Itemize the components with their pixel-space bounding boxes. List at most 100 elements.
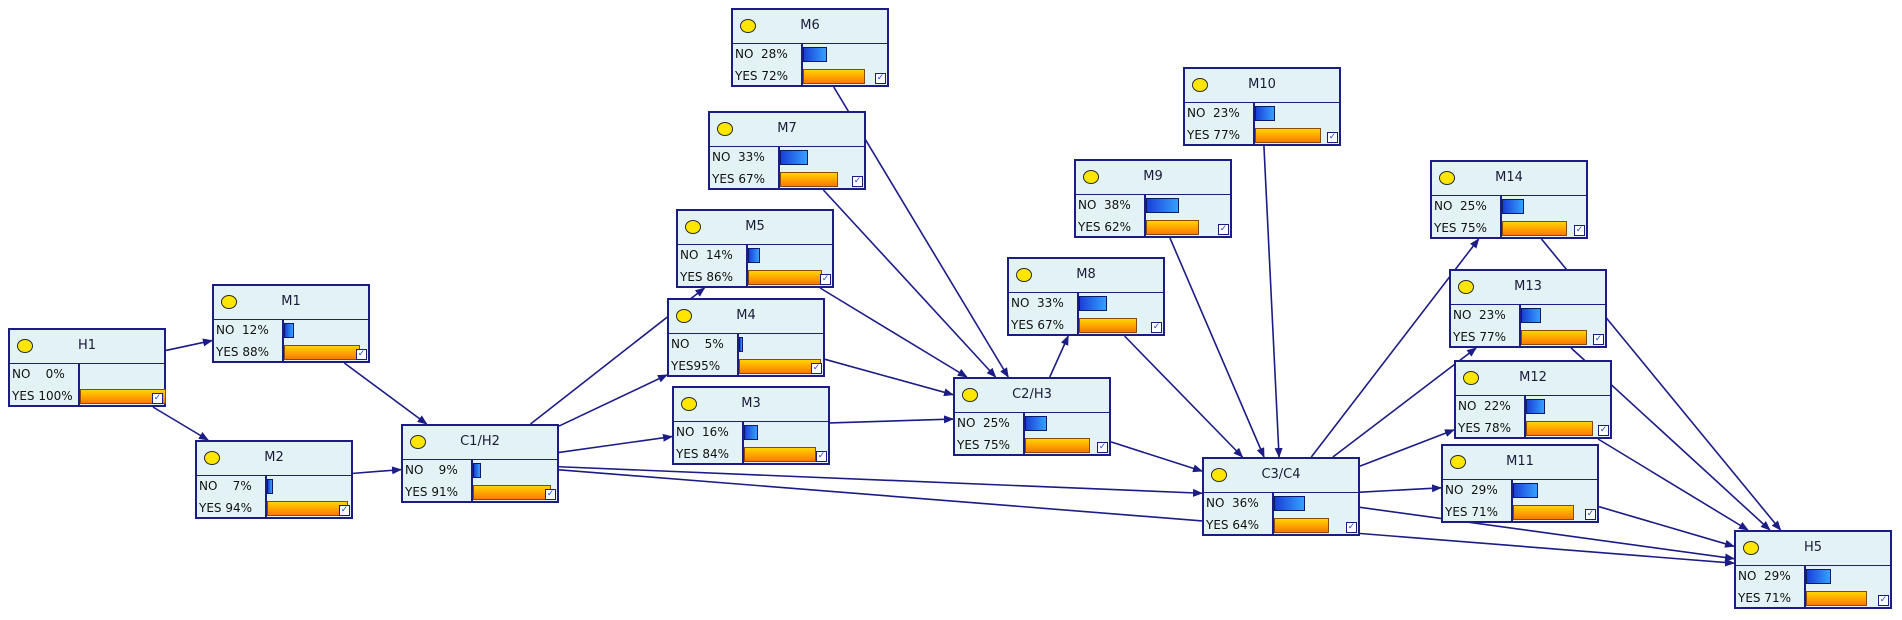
probability-bar-no: [1079, 296, 1107, 311]
state-row-yes[interactable]: YES 84%: [674, 444, 828, 466]
node-c1h2[interactable]: C1/H2 NO 9% YES 91% ✓: [401, 424, 559, 503]
node-m12[interactable]: M12 NO 22% YES 78% ✓: [1454, 360, 1612, 439]
state-row-yes[interactable]: YES 75%: [1432, 218, 1586, 240]
node-m9[interactable]: M9 NO 38% YES 62% ✓: [1074, 159, 1232, 238]
state-row-yes[interactable]: YES 86%: [678, 267, 832, 289]
node-header: M5: [678, 211, 832, 245]
node-c3c4[interactable]: C3/C4 NO 36% YES 64% ✓: [1202, 457, 1360, 536]
node-h5[interactable]: H5 NO 29% YES 71% ✓: [1734, 530, 1892, 609]
checkbox-icon[interactable]: ✓: [1585, 509, 1596, 520]
node-title: M4: [736, 308, 756, 323]
checkbox-icon[interactable]: ✓: [1598, 425, 1609, 436]
state-row-yes[interactable]: YES 72%: [733, 66, 887, 88]
state-row-no[interactable]: NO 16%: [674, 422, 828, 444]
state-row-yes[interactable]: YES 94%: [197, 498, 351, 520]
state-row-yes[interactable]: YES95%: [669, 356, 823, 378]
checkbox-icon[interactable]: ✓: [152, 393, 163, 404]
state-row-no[interactable]: NO 29%: [1443, 480, 1597, 502]
state-label-no: NO 23%: [1453, 308, 1506, 322]
state-row-yes[interactable]: YES 75%: [955, 435, 1109, 457]
state-row-no[interactable]: NO 38%: [1076, 195, 1230, 217]
edge-m10-to-c3c4: [1263, 145, 1283, 458]
state-row-yes[interactable]: YES 91%: [403, 482, 557, 504]
checkbox-icon[interactable]: ✓: [339, 505, 350, 516]
probability-bar-no: [1526, 399, 1545, 414]
state-row-no[interactable]: NO 14%: [678, 245, 832, 267]
state-row-no[interactable]: NO 7%: [197, 476, 351, 498]
probability-bar-yes: [1146, 220, 1199, 235]
node-m10[interactable]: M10 NO 23% YES 77% ✓: [1183, 67, 1341, 146]
checkbox-icon[interactable]: ✓: [816, 451, 827, 462]
node-m7[interactable]: M7 NO 33% YES 67% ✓: [708, 111, 866, 190]
state-row-no[interactable]: NO 29%: [1736, 566, 1890, 588]
checkbox-icon[interactable]: ✓: [1593, 334, 1604, 345]
state-row-no[interactable]: NO 22%: [1456, 396, 1610, 418]
probability-bar-yes: [1806, 591, 1867, 606]
state-row-no[interactable]: NO 5%: [669, 334, 823, 356]
state-row-no[interactable]: NO 23%: [1185, 103, 1339, 125]
state-row-yes[interactable]: YES 77%: [1185, 125, 1339, 147]
node-m14[interactable]: M14 NO 25% YES 75% ✓: [1430, 160, 1588, 239]
yellow-oval-icon: [676, 309, 692, 323]
probability-bar-yes: [1255, 128, 1321, 143]
probability-bar-no: [780, 150, 808, 165]
node-m2[interactable]: M2 NO 7% YES 94% ✓: [195, 440, 353, 519]
state-row-no[interactable]: NO 25%: [955, 413, 1109, 435]
checkbox-icon[interactable]: ✓: [545, 489, 556, 500]
state-row-yes[interactable]: YES 78%: [1456, 418, 1610, 440]
yellow-oval-icon: [1463, 371, 1479, 385]
state-row-yes[interactable]: YES 67%: [1009, 315, 1163, 337]
state-row-yes[interactable]: YES 77%: [1451, 327, 1605, 349]
checkbox-icon[interactable]: ✓: [356, 349, 367, 360]
checkbox-icon[interactable]: ✓: [820, 274, 831, 285]
checkbox-icon[interactable]: ✓: [1878, 595, 1889, 606]
node-m11[interactable]: M11 NO 29% YES 71% ✓: [1441, 444, 1599, 523]
node-m8[interactable]: M8 NO 33% YES 67% ✓: [1007, 257, 1165, 336]
checkbox-icon[interactable]: ✓: [1218, 224, 1229, 235]
checkbox-icon[interactable]: ✓: [1097, 442, 1108, 453]
node-title: C3/C4: [1261, 467, 1301, 482]
state-row-no[interactable]: NO 25%: [1432, 196, 1586, 218]
node-title: M13: [1514, 279, 1542, 294]
state-row-yes[interactable]: YES 62%: [1076, 217, 1230, 239]
checkbox-icon[interactable]: ✓: [811, 363, 822, 374]
probability-bar-yes: [748, 270, 822, 285]
checkbox-icon[interactable]: ✓: [1574, 225, 1585, 236]
state-row-yes[interactable]: YES 71%: [1736, 588, 1890, 610]
node-m6[interactable]: M6 NO 28% YES 72% ✓: [731, 8, 889, 87]
state-row-yes[interactable]: YES 64%: [1204, 515, 1358, 537]
state-row-no[interactable]: NO 9%: [403, 460, 557, 482]
state-row-yes[interactable]: YES 100%: [10, 386, 166, 408]
node-h1[interactable]: H1 NO 0% YES 100% ✓: [8, 328, 166, 407]
node-m5[interactable]: M5 NO 14% YES 86% ✓: [676, 209, 834, 288]
node-header: M8: [1009, 259, 1163, 293]
state-row-no[interactable]: NO 28%: [733, 44, 887, 66]
node-m4[interactable]: M4 NO 5% YES95% ✓: [667, 298, 825, 377]
state-label-yes: YES95%: [671, 359, 721, 373]
state-row-no[interactable]: NO 33%: [1009, 293, 1163, 315]
checkbox-icon[interactable]: ✓: [1327, 132, 1338, 143]
state-row-no[interactable]: NO 12%: [214, 320, 368, 342]
state-row-no[interactable]: NO 33%: [710, 147, 864, 169]
probability-bar-yes: [1502, 221, 1567, 236]
state-divider: [1500, 195, 1502, 237]
state-row-no[interactable]: NO 0%: [10, 364, 164, 386]
node-m1[interactable]: M1 NO 12% YES 88% ✓: [212, 284, 370, 363]
node-header: M1: [214, 286, 368, 320]
state-row-yes[interactable]: YES 71%: [1443, 502, 1597, 524]
checkbox-icon[interactable]: ✓: [1346, 522, 1357, 533]
state-label-no: NO 28%: [735, 47, 788, 61]
node-header: M9: [1076, 161, 1230, 195]
state-label-no: NO 0%: [12, 367, 65, 381]
state-row-yes[interactable]: YES 67%: [710, 169, 864, 191]
node-m13[interactable]: M13 NO 23% YES 77% ✓: [1449, 269, 1607, 348]
state-row-no[interactable]: NO 36%: [1204, 493, 1358, 515]
node-m3[interactable]: M3 NO 16% YES 84% ✓: [672, 386, 830, 465]
node-c2h3[interactable]: C2/H3 NO 25% YES 75% ✓: [953, 377, 1111, 456]
state-row-yes[interactable]: YES 88%: [214, 342, 368, 364]
state-row-no[interactable]: NO 23%: [1451, 305, 1605, 327]
checkbox-icon[interactable]: ✓: [875, 73, 886, 84]
checkbox-icon[interactable]: ✓: [1151, 322, 1162, 333]
checkbox-icon[interactable]: ✓: [852, 176, 863, 187]
